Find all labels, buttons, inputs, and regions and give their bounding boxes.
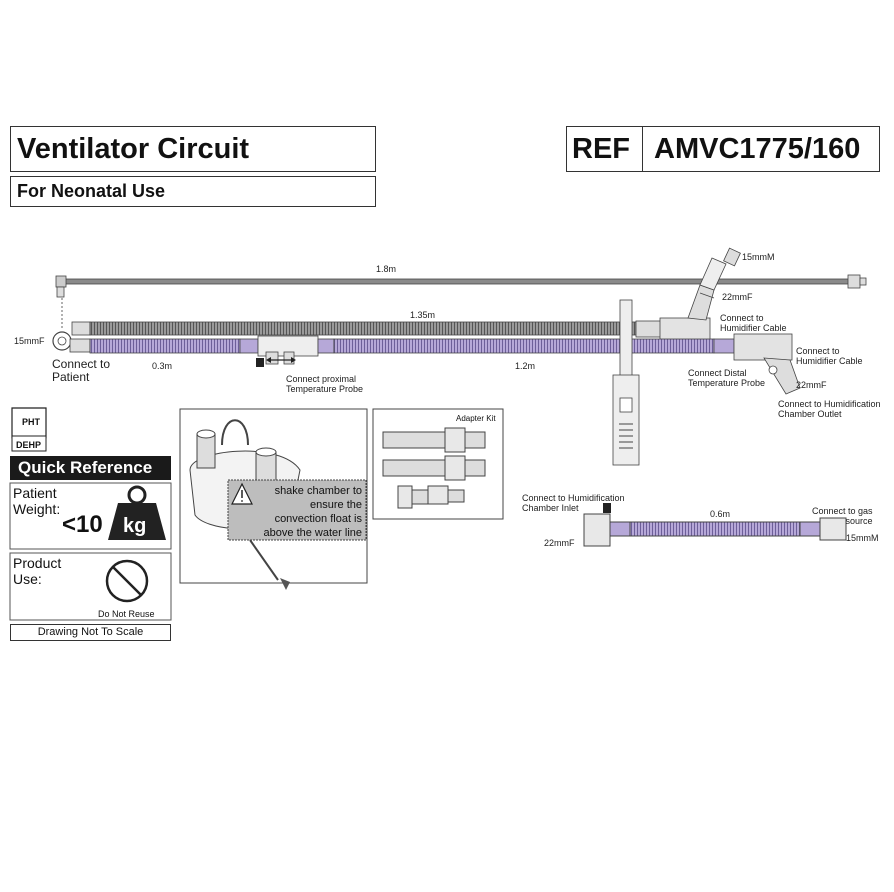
label-connect-chamber-inlet: Connect to Humidification Chamber Inlet [522,493,625,513]
label-port-22mmF-top: 22mmF [722,292,753,302]
tube-clip [612,299,640,466]
adapter-kit-title: Adapter Kit [456,414,496,423]
label-connect-gas-source: Connect to gas source [812,506,873,526]
dehp-label: DEHP [16,440,42,450]
label-length-0-6m: 0.6m [710,509,731,519]
label-port-22mmF-inlet: 22mmF [544,538,575,548]
label-connect-patient: Connect to Patient [52,357,111,384]
adapter-kit [372,408,504,520]
quick-reference-header: Quick Reference [10,456,171,480]
quick-reference-label: Quick Reference [18,458,153,477]
label-length-1-35m: 1.35m [410,310,436,320]
ref-code: AMVC1775/160 [654,133,861,165]
ref-label: REF [572,133,630,165]
label-length-1-2m: 1.2m [515,361,536,371]
chamber-illustration [179,408,368,590]
do-not-reuse-icon [105,559,149,603]
label-length-1-8m: 1.8m [376,264,397,274]
patient-weight-label: Patient Weight: [13,485,61,517]
label-port-22mmF-outlet: 22mmF [796,380,827,390]
patient-weight-value: <10 [62,511,103,538]
pht-icon [11,407,47,452]
page-title: Ventilator Circuit [17,133,250,165]
ref-divider [642,127,643,171]
expiratory-tube [52,331,801,395]
product-use-label: Product Use: [13,555,62,587]
drawing-note: Drawing Not To Scale [37,626,144,638]
pressure-line [55,274,867,330]
weight-panel-content: Patient Weight: <10 kg [10,483,171,549]
shake-warning-text: shake chamber to ensure the convection f… [263,485,362,539]
product-use-content: Product Use: Do Not Reuse [10,553,171,620]
subtitle-box: For Neonatal Use [10,176,376,207]
drawing-note-box: Drawing Not To Scale [10,624,171,641]
label-connect-chamber-outlet: Connect to Humidification Chamber Outlet [778,399,881,419]
label-port-15mmF-patient: 15mmF [14,336,45,346]
label-port-15mmM-top: 15mmM [742,252,775,262]
label-port-15mmM-gas: 15mmM [846,533,879,543]
label-connect-humidifier-cable-1: Connect to Humidifier Cable [720,313,787,333]
weight-unit: kg [123,515,147,537]
label-length-0-3m: 0.3m [152,361,173,371]
weight-icon [108,485,166,540]
title-box: Ventilator Circuit [10,126,376,172]
label-connect-proximal-probe: Connect proximal Temperature Probe [286,374,364,394]
do-not-reuse-label: Do Not Reuse [98,609,155,619]
ref-box: REF AMVC1775/160 [566,126,880,172]
label-connect-humidifier-cable-2: Connect to Humidifier Cable [796,346,863,366]
label-connect-distal-probe: Connect Distal Temperature Probe [688,368,766,388]
inspiratory-tube [71,247,741,341]
page-subtitle: For Neonatal Use [17,181,166,201]
gas-supply-tube [583,503,847,547]
pht-label: PHT [22,417,40,427]
